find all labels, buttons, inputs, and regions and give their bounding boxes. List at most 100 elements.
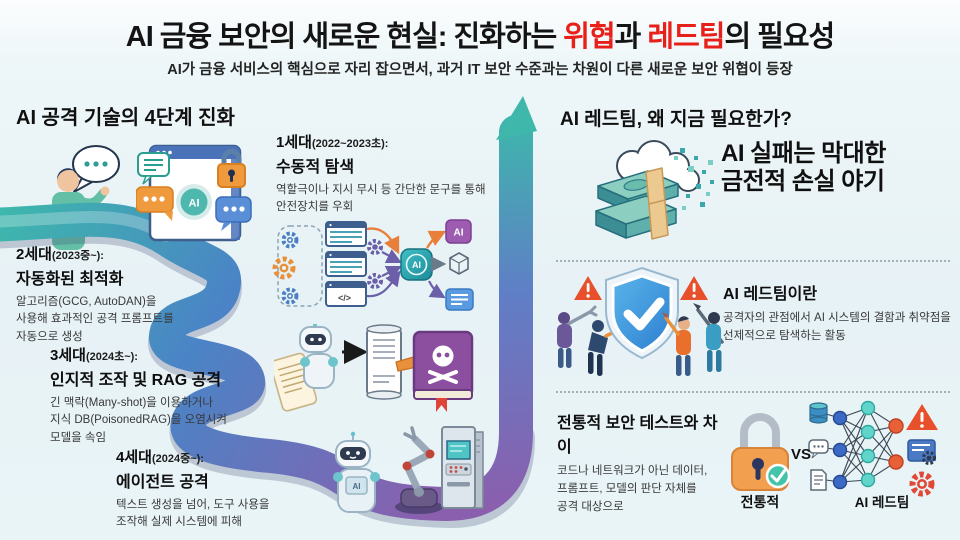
- padlock-shackle: [740, 413, 780, 450]
- gen4-title: 에이전트 공격: [116, 474, 209, 491]
- person-arm: [79, 188, 108, 208]
- generation-block-3: 3세대(2024초~): 인지적 조작 및 RAG 공격 긴 맥락(Many-s…: [50, 344, 240, 447]
- dissolving-pixels: [674, 148, 714, 210]
- check-mark: [770, 468, 787, 483]
- gear-icon-orange: [272, 256, 296, 280]
- poison-book: [412, 330, 474, 412]
- flow-arrow: [381, 266, 402, 280]
- browser-header: [150, 146, 240, 159]
- robot-chest-label: AI: [353, 482, 361, 491]
- padlock-icon: [217, 149, 246, 188]
- ai-redteam-label: AI 레드팀: [854, 495, 910, 510]
- gen4-period: (2024중~):: [151, 453, 204, 465]
- agent-robot-atm-illustration: AI: [333, 426, 484, 514]
- person-hair: [56, 168, 77, 180]
- robot-scroll-book-illustration: [274, 324, 474, 412]
- chat-bubble-orange: [136, 186, 174, 221]
- skull-icon: [432, 345, 454, 367]
- redteam-definition-body: 공격자의 관점에서 AI 시스템의 결함과 취약점을 선제적으로 탐색하는 활동: [723, 312, 951, 342]
- gen3-title: 인지적 조작 및 RAG 공격: [50, 372, 222, 389]
- redteam-side-icons: [906, 404, 938, 497]
- gen1-title: 수동적 탐색: [276, 159, 355, 176]
- ai-node-label: AI: [412, 260, 421, 270]
- attacker-figure: [662, 312, 691, 376]
- redteam-definition-block: AI 레드팀이란 공격자의 관점에서 AI 시스템의 결함과 취약점을 선제적으…: [723, 280, 955, 346]
- speech-dot: [102, 161, 108, 167]
- card-gear-icon: [907, 439, 937, 466]
- atm-kiosk: [441, 426, 484, 509]
- ai-output-badge: AI: [445, 219, 472, 244]
- left-section-heading: AI 공격 기술의 4단계 진화: [16, 107, 235, 129]
- robotic-arm: [395, 426, 443, 514]
- title-segment: AI 금융 보안의 새로운 현실: 진화하는: [125, 21, 564, 53]
- warning-triangle-icon: [680, 276, 708, 300]
- person-hand: [100, 186, 110, 196]
- text-card-icon: [445, 288, 474, 311]
- flow-arrow: [381, 249, 402, 263]
- title-segment: 의 필요성: [724, 21, 835, 53]
- prompt-window: [325, 221, 367, 247]
- money-loss-illustration: [595, 140, 714, 240]
- gen2-name: 2세대: [16, 246, 52, 263]
- money-stack: [595, 167, 679, 240]
- road-serpentine: [0, 202, 463, 521]
- ai-circle: [180, 188, 208, 216]
- chat-icon: [808, 439, 829, 459]
- gear-icon-red: [909, 471, 935, 497]
- code-glyph: </>: [338, 293, 351, 303]
- gear-icon-purple: [367, 273, 383, 289]
- gen1-description: 역할극이나 지시 무시 등 간단한 문구를 통해 안전장치를 우회: [276, 184, 486, 214]
- database-icon: [809, 402, 828, 424]
- flow-arrow: [366, 270, 401, 298]
- window-dot: [168, 150, 172, 155]
- flow-arrow-orange: [366, 227, 400, 255]
- gen2-period: (2023중~):: [51, 250, 104, 262]
- dice-icon: [449, 252, 469, 275]
- ai-window-label: AI: [189, 198, 200, 210]
- ai-chat-window-illustration: AI: [136, 144, 252, 242]
- network-nodes: [832, 400, 904, 490]
- keyhole-stem: [755, 467, 761, 480]
- road-arrow-head: [496, 96, 537, 140]
- speech-dot: [84, 161, 90, 167]
- gear-icon-purple: [367, 239, 383, 255]
- difference-title: 전통적 보안 테스트와 차이: [557, 415, 718, 456]
- chat-bubble-green: [137, 152, 170, 185]
- gen3-description: 긴 맥락(Many-shot)을 이용하거나 지식 DB(PoisonedRAG…: [50, 397, 227, 444]
- output-arrow-orange: [425, 230, 447, 249]
- shield-redteam-illustration: [557, 266, 724, 376]
- redteam-definition-title: AI 레드팀이란: [723, 286, 818, 303]
- warning-triangle-icon: [574, 276, 602, 300]
- attacker-figure: [693, 303, 724, 372]
- gen4-description: 텍스트 생성을 넘어, 도구 사용을 조작해 실제 시스템에 피해: [116, 499, 270, 529]
- generation-block-1: 1세대(2022~2023초): 수동적 탐색 역할극이나 지시 무시 등 간단…: [276, 131, 496, 217]
- ai-model-node: AI: [400, 248, 433, 281]
- agent-robot: AI: [333, 431, 380, 513]
- title-segment: 과: [614, 21, 648, 53]
- attacker-figure: [557, 305, 598, 368]
- check-badge: [765, 463, 791, 489]
- speech-dot: [93, 161, 99, 167]
- dashed-group-box: [277, 225, 323, 307]
- code-window: </>: [325, 281, 367, 307]
- traditional-label: 전통적: [740, 494, 780, 510]
- gripper-claw: [403, 426, 417, 441]
- reading-robot: [299, 324, 338, 389]
- chat-bubble-blue: [215, 196, 252, 231]
- money-band: [645, 167, 669, 240]
- gen2-title: 자동화된 최적화: [16, 271, 124, 288]
- attack-pipeline-diagram: </> AI AI: [272, 219, 474, 311]
- prompt-window: [325, 251, 367, 277]
- dotted-divider: [556, 391, 950, 393]
- ai-badge-label: AI: [454, 228, 464, 239]
- gear-icon: [281, 287, 299, 305]
- impact-statement: AI 실패는 막대한 금전적 손실 야기: [721, 140, 886, 195]
- shield-check-icon: [605, 266, 679, 360]
- page-title: AI 금융 보안의 새로운 현실: 진화하는 위협과 레드팀의 필요성: [0, 13, 960, 55]
- gen3-period: (2024초~):: [85, 351, 138, 363]
- gear-icon: [281, 231, 299, 249]
- difference-body: 코드나 네트워크가 아닌 데이터, 프롬프트, 모델의 판단 자체를 공격 대상…: [557, 465, 708, 513]
- neural-network-illustration: [808, 400, 904, 491]
- title-redteam-highlight: 레드팀: [647, 21, 725, 53]
